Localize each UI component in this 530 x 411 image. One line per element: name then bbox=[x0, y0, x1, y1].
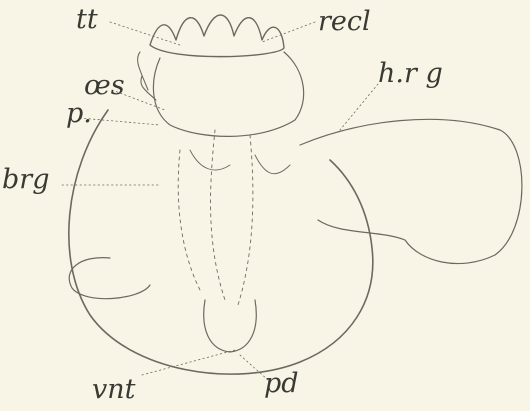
label-pd: pd bbox=[264, 370, 299, 397]
gut-lines bbox=[178, 130, 253, 305]
peduncle bbox=[204, 300, 257, 352]
body-outline bbox=[69, 110, 373, 374]
tentacle-crown bbox=[150, 15, 284, 57]
label-vnt: vnt bbox=[92, 376, 136, 403]
label-tt: tt bbox=[76, 6, 98, 33]
label-hrg: h.r g bbox=[378, 60, 443, 87]
label-p: p. bbox=[66, 100, 92, 127]
right-appendage bbox=[300, 119, 522, 263]
head-region bbox=[153, 52, 303, 136]
label-oes: œs bbox=[84, 72, 125, 99]
label-brg: brg bbox=[2, 166, 49, 193]
label-recl: recl bbox=[318, 8, 371, 35]
left-lobe bbox=[69, 258, 150, 299]
gland-detail bbox=[190, 150, 290, 174]
